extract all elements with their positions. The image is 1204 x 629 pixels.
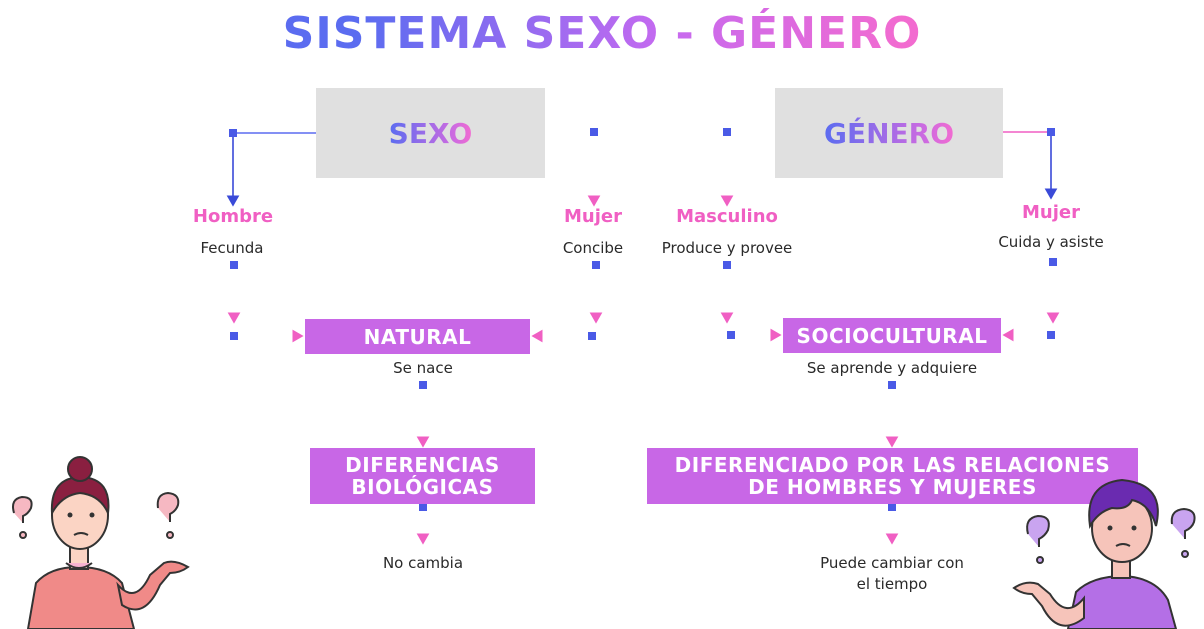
- mujer-genero-label: Mujer: [1022, 202, 1080, 223]
- relaciones-desc-line2: el tiempo: [856, 575, 928, 593]
- page-title: SISTEMA SEXO - GÉNERO: [0, 8, 1204, 59]
- relaciones-line1: DIFERENCIADO POR LAS RELACIONES: [674, 453, 1111, 477]
- relaciones-line2: DE HOMBRES Y MUJERES: [748, 475, 1037, 499]
- mujer-sexo-desc: Concibe: [562, 239, 624, 257]
- genero-label: GÉNERO: [823, 116, 955, 150]
- relaciones-box: DIFERENCIADO POR LAS RELACIONES DE HOMBR…: [647, 448, 1138, 504]
- natural-box: NATURAL: [305, 319, 530, 354]
- mujer-genero-desc: Cuida y asiste: [998, 233, 1104, 251]
- sociocultural-label: SOCIOCULTURAL: [796, 323, 988, 348]
- natural-label: NATURAL: [363, 324, 472, 349]
- confused-woman-illustration: [12, 456, 190, 629]
- diferencias-biologicas-line1: DIFERENCIAS: [345, 453, 500, 477]
- genero-box: GÉNERO: [775, 88, 1003, 178]
- masculino-desc: Produce y provee: [661, 239, 793, 257]
- masculino-label: Masculino: [676, 206, 778, 227]
- relaciones-desc-line1: Puede cambiar con: [820, 554, 964, 572]
- diferencias-biologicas-box: DIFERENCIAS BIOLÓGICAS: [310, 448, 535, 504]
- hombre-label: Hombre: [192, 206, 274, 227]
- relaciones-desc: Puede cambiar con el tiempo: [792, 553, 992, 595]
- sexo-box: SEXO: [316, 88, 545, 178]
- natural-desc: Se nace: [393, 359, 453, 377]
- confused-man-illustration: [1012, 478, 1196, 629]
- mujer-sexo-label: Mujer: [564, 206, 622, 227]
- sociocultural-box: SOCIOCULTURAL: [783, 318, 1001, 353]
- hombre-desc: Fecunda: [200, 239, 264, 257]
- sociocultural-desc: Se aprende y adquiere: [806, 359, 978, 377]
- sexo-label: SEXO: [388, 116, 473, 150]
- diferencias-biologicas-line2: BIOLÓGICAS: [351, 475, 494, 499]
- biologicas-desc: No cambia: [382, 554, 464, 572]
